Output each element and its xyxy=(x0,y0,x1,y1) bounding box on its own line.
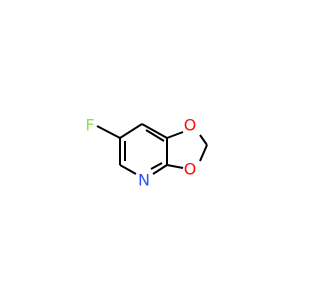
atom-label-oxygen-1: O xyxy=(184,116,197,135)
bond-c7-c7a-inner xyxy=(145,129,165,142)
bond-c6-c7 xyxy=(119,123,143,139)
molecule-structure: F O O N xyxy=(85,116,208,190)
bond-c3a-n-inner xyxy=(150,162,163,170)
bond-c2-o3 xyxy=(199,144,208,162)
bond-o3-c3a xyxy=(166,164,184,169)
bond-c6-f xyxy=(96,125,121,139)
atom-label-nitrogen: N xyxy=(138,171,150,190)
bond-o1-c2 xyxy=(199,134,208,146)
bond-n-c5 xyxy=(119,164,137,175)
bond-c7-c7a xyxy=(141,123,168,139)
molecule-canvas: F O O N xyxy=(85,115,208,190)
bond-c3a-n xyxy=(152,164,168,175)
bond-c7a-o1 xyxy=(166,131,184,139)
atom-label-fluorine: F xyxy=(85,116,94,135)
atom-label-oxygen-3: O xyxy=(184,160,197,179)
